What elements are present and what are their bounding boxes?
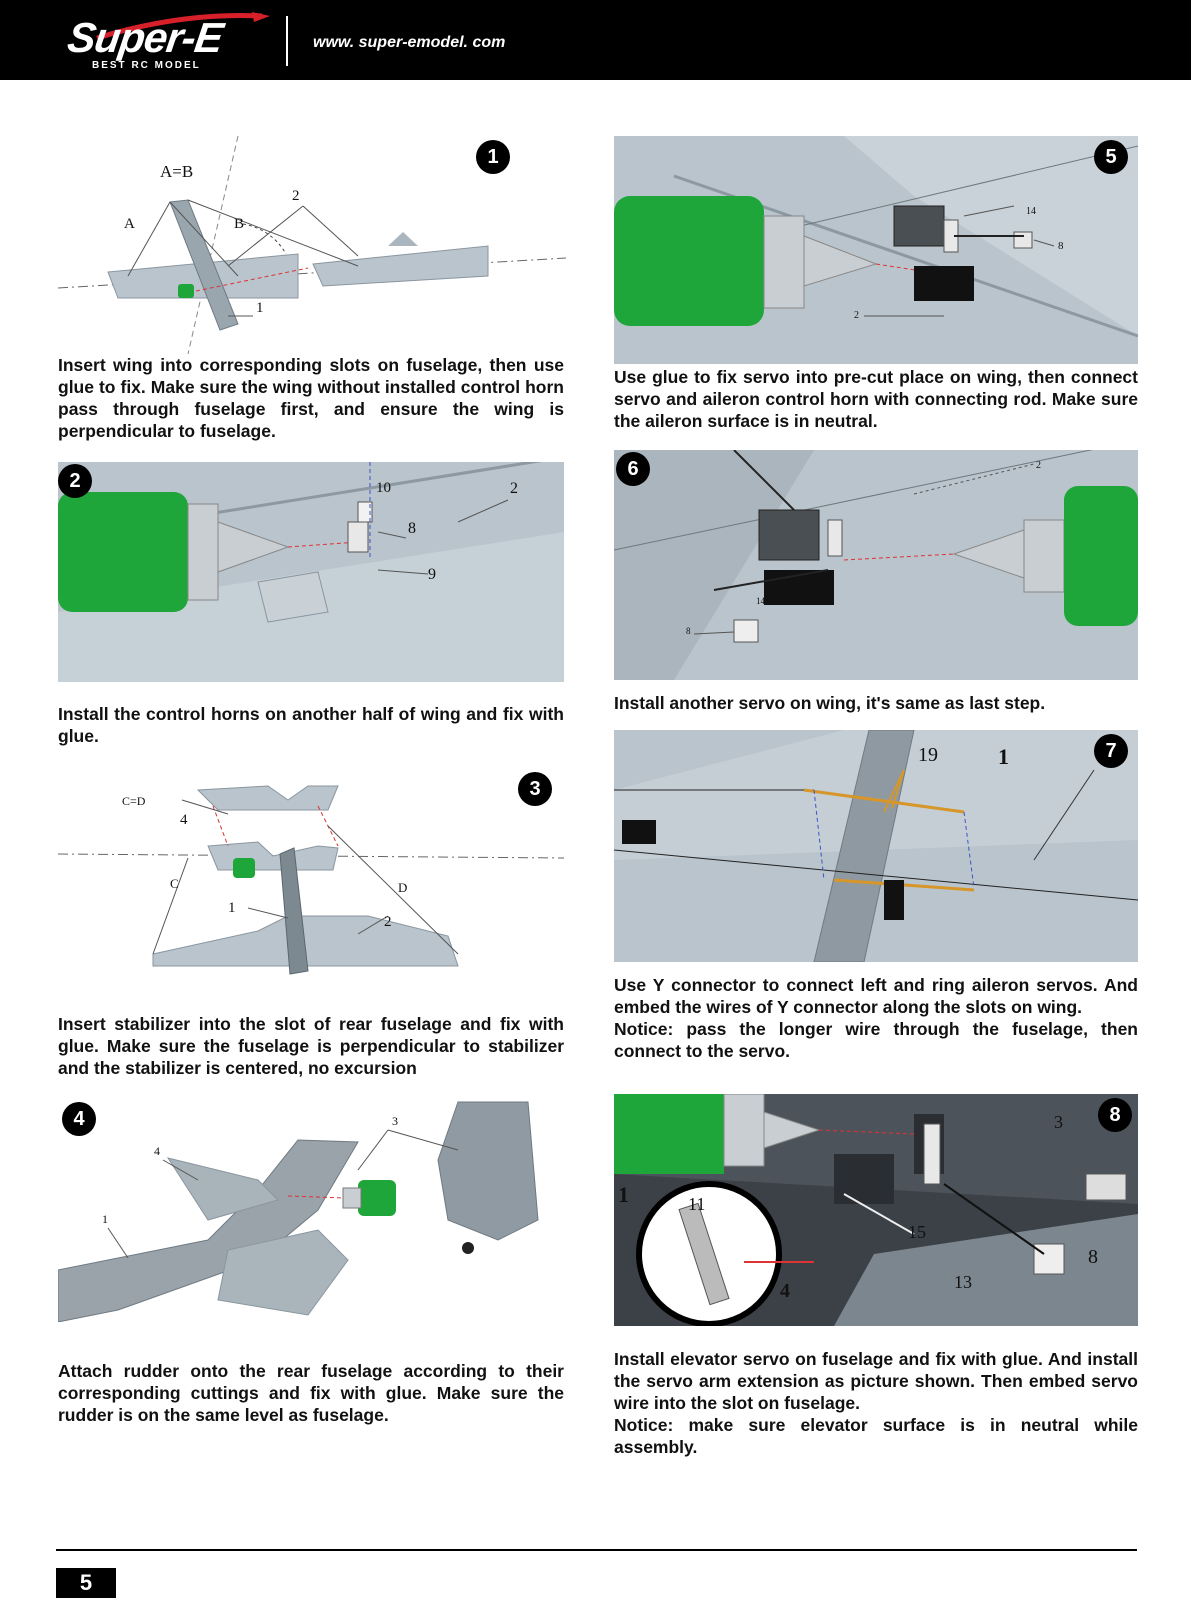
label-9: 9 bbox=[428, 566, 436, 583]
step-4-caption: Attach rudder onto the rear fuselage acc… bbox=[58, 1361, 564, 1425]
step-1-figure: A=B A B 2 1 1 bbox=[58, 136, 566, 354]
website-url[interactable]: www. super-emodel. com bbox=[313, 34, 506, 51]
label-10: 10 bbox=[376, 480, 391, 496]
step-8-notice-label: Notice: bbox=[614, 1415, 674, 1435]
step-4-figure: 3 4 1 4 bbox=[58, 1100, 564, 1322]
step-5-figure: 14 8 2 5 bbox=[614, 136, 1138, 364]
label-2: 2 bbox=[510, 480, 518, 497]
logo-swoosh-icon bbox=[96, 12, 270, 41]
footer-rule bbox=[56, 1549, 1137, 1551]
header-divider bbox=[286, 16, 288, 66]
label-1: 1 bbox=[256, 300, 264, 316]
label-15: 15 bbox=[908, 1222, 926, 1242]
label-4: 4 bbox=[180, 812, 188, 828]
label-c-equals-d: C=D bbox=[122, 794, 146, 808]
label-2: 2 bbox=[854, 310, 859, 321]
step-5-caption: Use glue to fix servo into pre-cut place… bbox=[614, 367, 1138, 431]
label-14: 14 bbox=[1026, 206, 1036, 217]
step-7-badge: 7 bbox=[1094, 734, 1128, 768]
step-2-badge: 2 bbox=[58, 464, 92, 498]
step-8-badge: 8 bbox=[1098, 1098, 1132, 1132]
step-7-figure: 19 1 7 bbox=[614, 730, 1138, 962]
step-7-notice-text: pass the longer wire through the fuselag… bbox=[614, 1019, 1138, 1061]
label-3: 3 bbox=[1054, 1112, 1063, 1132]
label-2: 2 bbox=[384, 914, 392, 930]
step-3-caption: Insert stabilizer into the slot of rear … bbox=[58, 1014, 564, 1078]
page-header: Super-E BEST RC MODEL www. super-emodel.… bbox=[0, 0, 1191, 80]
step-4-badge: 4 bbox=[62, 1102, 96, 1136]
label-a-equals-b: A=B bbox=[160, 162, 194, 181]
label-c: C bbox=[170, 876, 179, 891]
label-8: 8 bbox=[408, 520, 416, 537]
label-a: A bbox=[124, 216, 135, 232]
label-4: 4 bbox=[780, 1280, 790, 1302]
label-8: 8 bbox=[1058, 240, 1064, 252]
step-8-figure: 3 1 11 15 8 13 4 8 bbox=[614, 1094, 1138, 1326]
label-14: 14 bbox=[756, 596, 765, 606]
step-3-figure: C=D 4 C D 1 2 3 bbox=[58, 766, 564, 984]
step-8-notice-text: make sure elevator surface is in neutral… bbox=[614, 1415, 1138, 1457]
step-6-figure: 2 14 8 6 bbox=[614, 450, 1138, 680]
step-1-badge: 1 bbox=[476, 140, 510, 174]
label-b: B bbox=[234, 216, 245, 232]
label-4: 4 bbox=[154, 1144, 160, 1158]
label-1: 1 bbox=[998, 744, 1009, 769]
brand-tagline: BEST RC MODEL bbox=[92, 60, 201, 71]
step-2-caption: Install the control horns on another hal… bbox=[58, 704, 564, 746]
page-number: 5 bbox=[56, 1568, 116, 1598]
label-11: 11 bbox=[688, 1194, 706, 1214]
step-3-badge: 3 bbox=[518, 772, 552, 806]
step-5-badge: 5 bbox=[1094, 140, 1128, 174]
label-1: 1 bbox=[618, 1182, 629, 1207]
label-19: 19 bbox=[918, 744, 938, 766]
step-8-caption: Install elevator servo on fuselage and f… bbox=[614, 1348, 1138, 1458]
label-8: 8 bbox=[1088, 1246, 1098, 1268]
step-6-badge: 6 bbox=[616, 452, 650, 486]
label-1: 1 bbox=[102, 1212, 108, 1226]
label-8: 8 bbox=[686, 626, 691, 636]
step-7-text: Use Y connector to connect left and ring… bbox=[614, 975, 1138, 1017]
step-7-notice-label: Notice: bbox=[614, 1019, 674, 1039]
brand-logo: Super-E bbox=[64, 14, 226, 61]
step-2-figure: 10 2 8 9 2 bbox=[58, 462, 564, 682]
label-1: 1 bbox=[228, 900, 236, 916]
label-13: 13 bbox=[954, 1272, 972, 1292]
step-8-text: Install elevator servo on fuselage and f… bbox=[614, 1349, 1138, 1413]
label-3: 3 bbox=[392, 1114, 398, 1128]
step-7-caption: Use Y connector to connect left and ring… bbox=[614, 974, 1138, 1062]
label-2: 2 bbox=[1036, 460, 1041, 471]
step-6-caption: Install another servo on wing, it's same… bbox=[614, 693, 1046, 713]
label-d: D bbox=[398, 880, 408, 895]
label-2: 2 bbox=[292, 188, 300, 204]
step-1-caption: Insert wing into corresponding slots on … bbox=[58, 355, 564, 441]
